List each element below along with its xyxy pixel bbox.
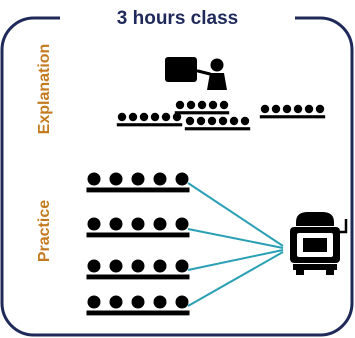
- shoulders-band: [259, 115, 326, 119]
- practice-label: Practice: [36, 199, 53, 263]
- person-icon: [240, 116, 250, 126]
- person-icon: [185, 116, 195, 126]
- person-icon: [175, 100, 185, 110]
- teacher-at-board-icon: [165, 57, 227, 90]
- people-row: [86, 172, 190, 193]
- people-row: [259, 104, 326, 119]
- person-icon: [109, 259, 123, 273]
- connector-line: [187, 182, 284, 247]
- person-icon: [131, 172, 145, 186]
- shoulders-band: [174, 111, 230, 115]
- person-icon: [109, 172, 123, 186]
- people-row: [116, 112, 183, 127]
- person-icon: [131, 259, 145, 273]
- shoulders-band: [86, 232, 190, 238]
- diagram-title: 3 hours class: [60, 6, 295, 32]
- person-icon: [271, 104, 281, 114]
- robot-icon: [290, 212, 348, 275]
- person-icon: [260, 104, 270, 114]
- shoulders-band: [116, 123, 183, 127]
- person-icon: [315, 104, 325, 114]
- person-icon: [175, 217, 189, 231]
- person-icon: [219, 100, 229, 110]
- connector-line: [187, 228, 284, 249]
- connector-line: [187, 251, 284, 307]
- person-icon: [131, 295, 145, 309]
- person-icon: [87, 295, 101, 309]
- person-icon: [208, 100, 218, 110]
- person-icon: [304, 104, 314, 114]
- people-row: [86, 259, 190, 280]
- shoulders-band: [86, 274, 190, 280]
- people-row: [174, 100, 230, 115]
- person-icon: [87, 259, 101, 273]
- person-icon: [197, 100, 207, 110]
- person-icon: [186, 100, 196, 110]
- connector-lines: [187, 182, 284, 307]
- person-icon: [175, 172, 189, 186]
- shoulders-band: [184, 127, 251, 131]
- person-icon: [161, 112, 171, 122]
- people-row: [86, 295, 190, 316]
- person-icon: [109, 295, 123, 309]
- person-icon: [109, 217, 123, 231]
- person-icon: [87, 217, 101, 231]
- explanation-audience: [116, 100, 326, 131]
- person-icon: [229, 116, 239, 126]
- person-icon: [293, 104, 303, 114]
- person-icon: [218, 116, 228, 126]
- person-icon: [153, 295, 167, 309]
- person-icon: [282, 104, 292, 114]
- person-icon: [153, 217, 167, 231]
- explanation-label: Explanation: [36, 43, 53, 135]
- shoulders-band: [86, 310, 190, 316]
- person-icon: [128, 112, 138, 122]
- person-icon: [196, 116, 206, 126]
- person-icon: [87, 172, 101, 186]
- person-icon: [117, 112, 127, 122]
- person-icon: [153, 172, 167, 186]
- person-icon: [175, 295, 189, 309]
- connector-line: [187, 249, 284, 271]
- practice-groups: [86, 172, 190, 316]
- people-row: [184, 116, 251, 131]
- person-icon: [207, 116, 217, 126]
- person-icon: [175, 259, 189, 273]
- shoulders-band: [86, 187, 190, 193]
- person-icon: [139, 112, 149, 122]
- person-icon: [153, 259, 167, 273]
- person-icon: [150, 112, 160, 122]
- person-icon: [172, 112, 182, 122]
- person-icon: [131, 217, 145, 231]
- people-row: [86, 217, 190, 238]
